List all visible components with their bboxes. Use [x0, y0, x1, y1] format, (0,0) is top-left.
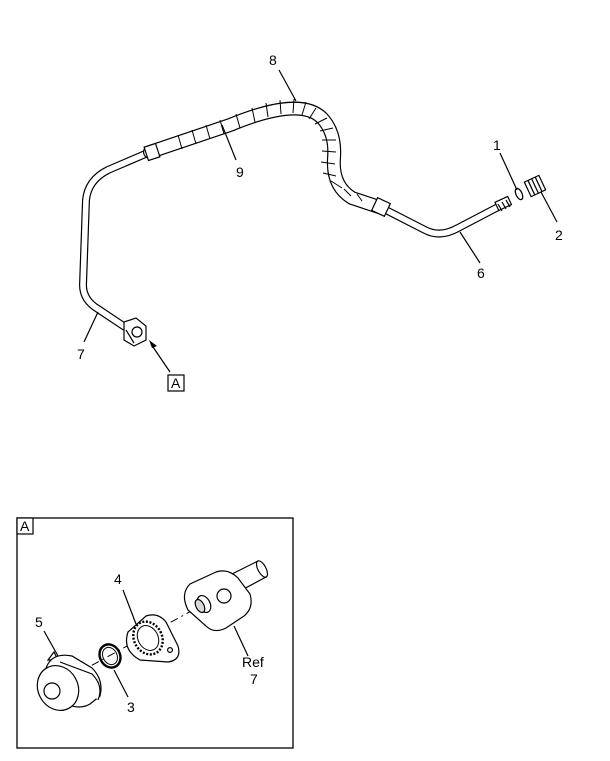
detail-view-frame [16, 517, 294, 749]
left-end-fitting [123, 317, 147, 347]
callout-1: 1 [493, 137, 501, 153]
gasket-item-4 [125, 614, 180, 663]
housing-item-5 [36, 650, 102, 711]
leader-lines [83, 69, 558, 343]
hose-ferrule-left [143, 142, 161, 162]
callout-9: 9 [236, 164, 244, 180]
view-a-marker-box [167, 374, 185, 392]
detail-view-label: A [20, 518, 30, 534]
view-a-marker: A [171, 375, 181, 391]
callout-ref-number: 7 [250, 671, 258, 687]
callout-5: 5 [35, 614, 43, 630]
callout-7: 7 [77, 346, 85, 362]
callout-3: 3 [127, 699, 135, 715]
detail-view-label-box [16, 517, 34, 535]
tube-assembly [79, 101, 504, 337]
callout-8: 8 [269, 52, 277, 68]
hose-ferrule-right [370, 196, 392, 218]
spiral-guard-wraps [177, 98, 363, 202]
flange-tube-ref-7 [183, 560, 269, 632]
o-ring-item-1 [514, 187, 524, 201]
callout-2: 2 [555, 227, 563, 243]
detail-leader-lines [43, 589, 249, 698]
view-a-arrow [149, 340, 171, 373]
o-ring-item-3 [98, 643, 122, 669]
callout-4: 4 [114, 571, 122, 587]
callout-6: 6 [477, 265, 485, 281]
nut-item-2 [523, 174, 547, 198]
callout-ref-label: Ref [242, 654, 264, 670]
right-end-fitting [494, 195, 513, 212]
